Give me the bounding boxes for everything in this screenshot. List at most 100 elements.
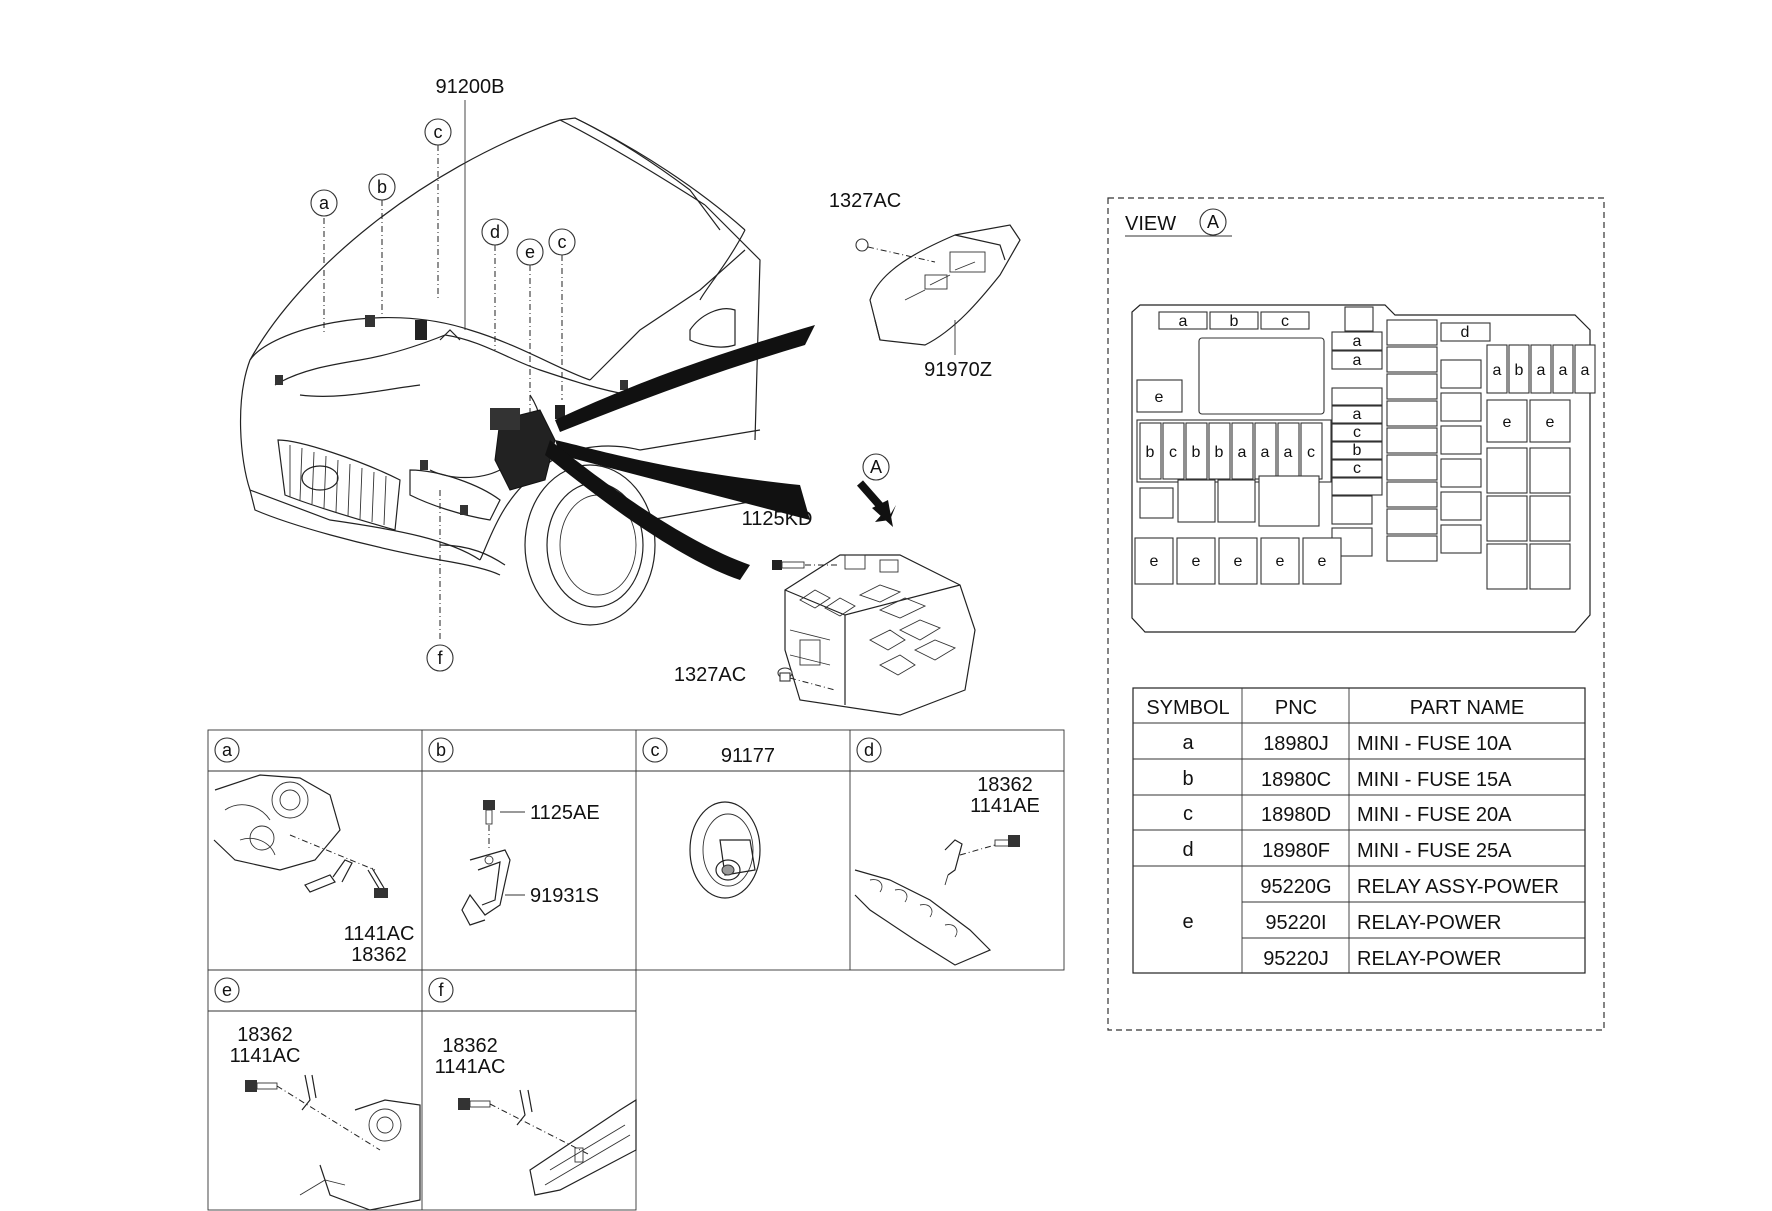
- table-row-symbol: d: [1182, 839, 1193, 861]
- detail-a-label-2: 18362: [351, 944, 407, 966]
- table-row-symbol: c: [1183, 803, 1193, 825]
- svg-text:e: e: [1150, 553, 1159, 570]
- table-group-e-symbol: e: [1182, 911, 1193, 933]
- svg-text:a: a: [319, 193, 330, 213]
- svg-text:c: c: [434, 122, 443, 142]
- svg-text:e: e: [1155, 389, 1164, 406]
- detail-d-label-2: 1141AE: [970, 795, 1040, 817]
- fuse-box-cover: [855, 224, 1021, 355]
- svg-text:a: a: [1353, 333, 1362, 350]
- detail-f-label-1: 18362: [442, 1035, 498, 1057]
- table-header-symbol: SYMBOL: [1146, 697, 1229, 719]
- svg-text:b: b: [1146, 444, 1155, 461]
- detail-b-label-2: 91931S: [530, 885, 599, 907]
- detail-panel-e: e: [214, 977, 421, 1211]
- svg-text:c: c: [651, 740, 660, 760]
- callout-b: b: [368, 173, 396, 201]
- svg-text:e: e: [525, 242, 535, 262]
- svg-text:b: b: [1353, 442, 1362, 459]
- detail-panel-f: f: [428, 977, 637, 1196]
- svg-text:b: b: [1192, 444, 1201, 461]
- svg-text:c: c: [1281, 313, 1289, 330]
- detail-c-label: 91177: [721, 745, 775, 767]
- svg-text:e: e: [1276, 553, 1285, 570]
- car-illustration: [239, 117, 761, 626]
- table-row-pnc: 95220I: [1265, 912, 1326, 934]
- fuse-box-layout: [1131, 304, 1596, 633]
- svg-text:c: c: [1307, 444, 1315, 461]
- svg-text:c: c: [558, 232, 567, 252]
- view-title-marker-circle: [1199, 208, 1227, 236]
- parts-table: [1132, 687, 1586, 974]
- table-row-name: MINI - FUSE 20A: [1357, 804, 1512, 826]
- view-a-marker: A: [856, 453, 896, 527]
- callout-a: a: [310, 189, 338, 217]
- label-harness: 91200B: [436, 76, 505, 98]
- svg-text:e: e: [1503, 414, 1512, 431]
- svg-text:b: b: [1215, 444, 1224, 461]
- table-header-part-name: PART NAME: [1410, 697, 1524, 719]
- detail-e-label-2: 1141AC: [230, 1045, 301, 1067]
- svg-text:b: b: [1515, 362, 1524, 379]
- table-row-name: MINI - FUSE 15A: [1357, 769, 1512, 791]
- svg-text:a: a: [222, 740, 233, 760]
- svg-text:a: a: [1581, 362, 1590, 379]
- detail-e-label-1: 18362: [237, 1024, 293, 1046]
- table-row-name: RELAY ASSY-POWER: [1357, 876, 1559, 898]
- svg-text:c: c: [1353, 460, 1361, 477]
- svg-text:d: d: [1461, 324, 1470, 341]
- svg-text:e: e: [1192, 553, 1201, 570]
- svg-text:e: e: [222, 980, 232, 1000]
- svg-text:A: A: [870, 457, 882, 477]
- view-title: VIEW: [1125, 213, 1176, 235]
- detail-panels-grid: [207, 729, 1065, 1211]
- label-cover: 91970Z: [924, 359, 992, 381]
- detail-d-label-1: 18362: [977, 774, 1033, 796]
- table-header-pnc: PNC: [1275, 697, 1317, 719]
- view-title-marker: A: [1207, 212, 1219, 232]
- view-a-frame: [1107, 197, 1605, 1031]
- table-row-symbol: a: [1182, 732, 1194, 754]
- svg-text:c: c: [1169, 444, 1177, 461]
- svg-text:a: a: [1559, 362, 1568, 379]
- table-row-pnc: 18980J: [1263, 733, 1329, 755]
- callout-c2: c: [548, 228, 576, 256]
- detail-panel-c: c: [642, 737, 761, 899]
- table-row-symbol: b: [1182, 768, 1193, 790]
- svg-text:d: d: [490, 222, 500, 242]
- svg-text:e: e: [1546, 414, 1555, 431]
- detail-f-label-2: 1141AC: [435, 1056, 506, 1078]
- table-row-name: RELAY-POWER: [1357, 948, 1501, 970]
- table-row-pnc: 95220J: [1263, 948, 1329, 970]
- table-row-name: MINI - FUSE 10A: [1357, 733, 1512, 755]
- label-bolt-box: 1125KD: [742, 508, 813, 530]
- leader-bands: [545, 325, 815, 580]
- detail-panel-d: d: [854, 737, 1020, 966]
- detail-panel-a: a: [213, 737, 388, 898]
- callout-e: e: [516, 238, 544, 266]
- table-row-pnc: 18980F: [1262, 840, 1330, 862]
- svg-text:a: a: [1284, 444, 1293, 461]
- svg-text:a: a: [1353, 406, 1362, 423]
- svg-text:a: a: [1353, 352, 1362, 369]
- callout-markers: [323, 100, 563, 640]
- label-nut-top: 1327AC: [829, 190, 901, 212]
- svg-text:a: a: [1261, 444, 1270, 461]
- callout-f: f: [426, 644, 454, 672]
- svg-text:b: b: [1230, 313, 1239, 330]
- table-row-pnc: 95220G: [1260, 876, 1331, 898]
- svg-text:b: b: [377, 177, 387, 197]
- callout-c: c: [424, 118, 452, 146]
- label-nut-bottom: 1327AC: [674, 664, 746, 686]
- svg-text:d: d: [864, 740, 874, 760]
- svg-text:e: e: [1318, 553, 1327, 570]
- table-row-pnc: 18980D: [1261, 804, 1331, 826]
- svg-text:b: b: [436, 740, 446, 760]
- callout-d: d: [481, 218, 509, 246]
- table-row-name: MINI - FUSE 25A: [1357, 840, 1512, 862]
- detail-panel-b: b: [428, 737, 525, 926]
- detail-a-label-1: 1141AC: [344, 923, 415, 945]
- svg-text:f: f: [438, 980, 444, 1000]
- svg-text:a: a: [1537, 362, 1546, 379]
